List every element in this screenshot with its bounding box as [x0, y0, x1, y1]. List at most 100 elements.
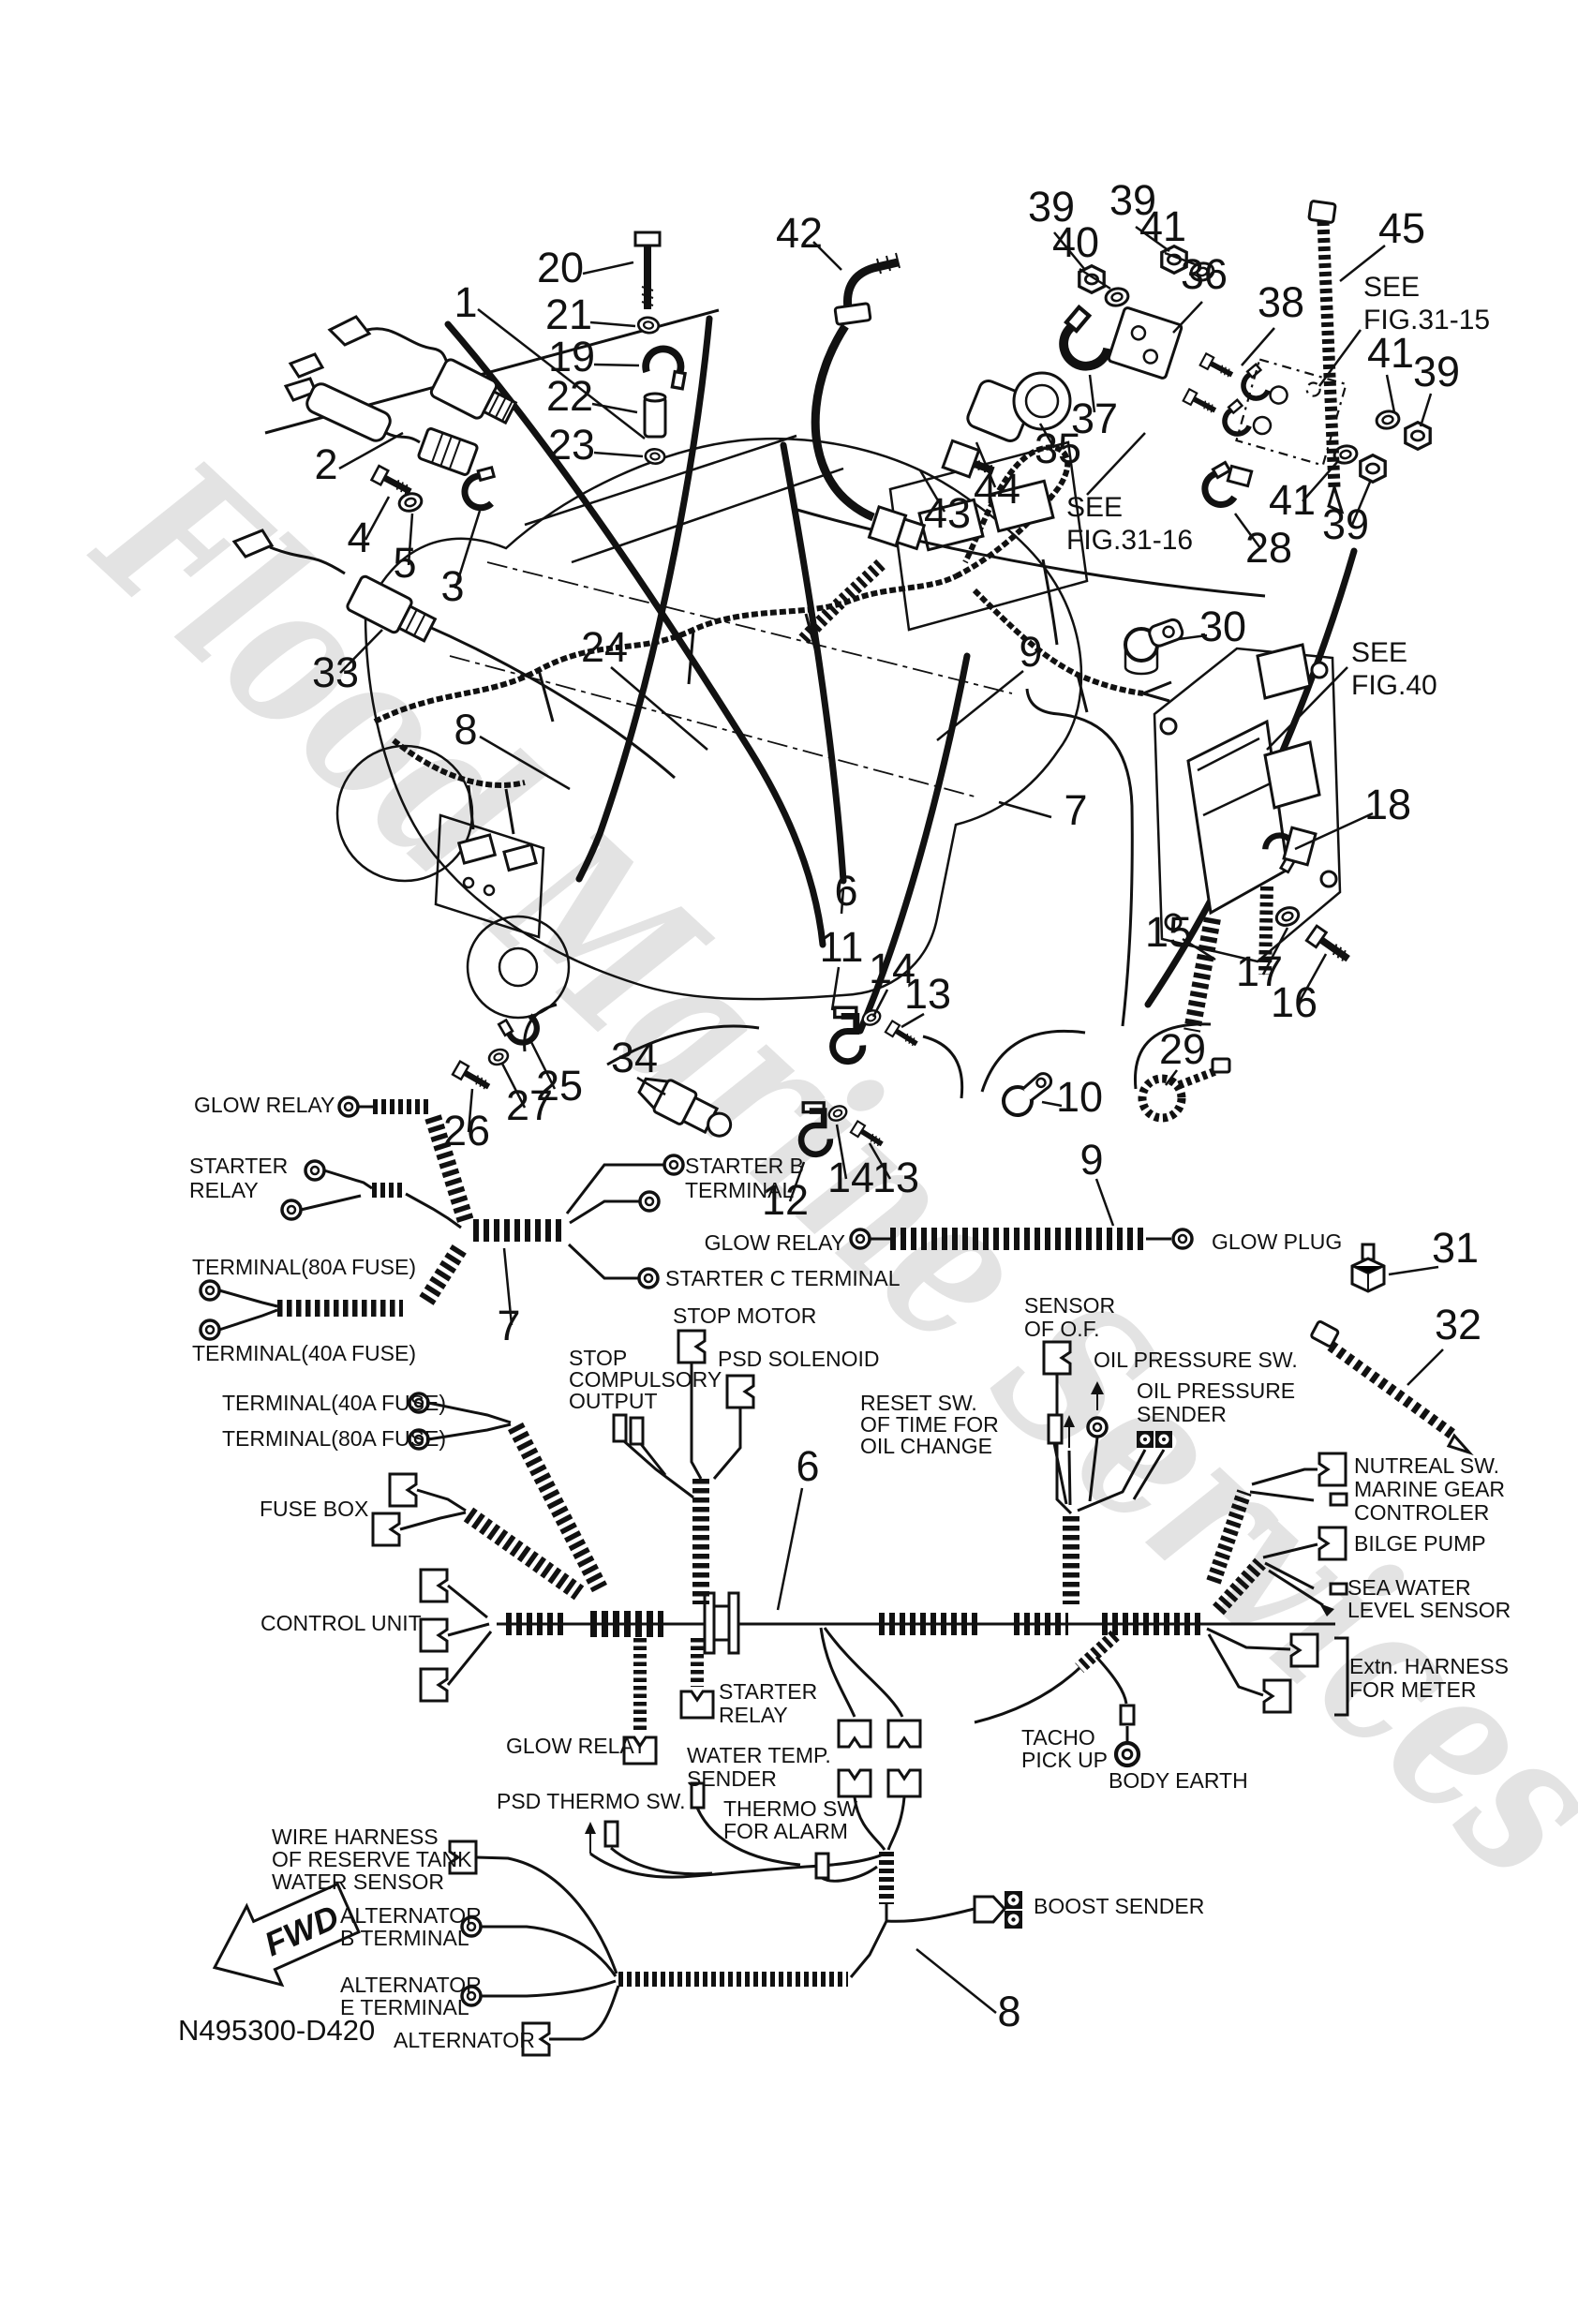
- callout-8: 8: [454, 706, 477, 753]
- callout-41: 41: [1367, 329, 1414, 377]
- callout-39: 39: [1322, 500, 1369, 548]
- callout-17: 17: [1236, 947, 1283, 995]
- callout-20: 20: [537, 244, 584, 291]
- label-body-earth: BODY EARTH: [1109, 1768, 1248, 1793]
- callout-1: 1: [454, 278, 477, 326]
- ecu-assembly-drawing: [1153, 643, 1353, 1033]
- sensor-parts-drawing: [231, 315, 518, 643]
- label-stop-motor: STOP MOTOR: [673, 1304, 816, 1328]
- callout-2: 2: [314, 440, 337, 488]
- callout-44: 44: [974, 465, 1020, 513]
- mid-clamp-parts: [453, 1007, 1474, 1456]
- callout-31: 31: [1432, 1224, 1479, 1272]
- callout-19: 19: [548, 333, 595, 380]
- callout-29: 29: [1159, 1025, 1206, 1073]
- label-alternator: ALTERNATOR: [394, 2028, 535, 2052]
- label-bilge-pump: BILGE PUMP: [1354, 1531, 1486, 1556]
- label-glow-relay-2: GLOW RELAY: [705, 1230, 845, 1255]
- bolt-washer-clamp-column: [635, 232, 689, 466]
- lower-harness-schematic: [199, 1095, 1349, 2057]
- callout-41: 41: [1139, 202, 1186, 250]
- oil-pressure-sender-block: [1137, 1431, 1172, 1448]
- callout-26: 26: [443, 1107, 490, 1155]
- callout-34: 34: [611, 1034, 658, 1081]
- callout-14: 14: [827, 1154, 874, 1201]
- callout-13: 13: [904, 970, 951, 1018]
- callout-7: 7: [497, 1302, 520, 1349]
- callout-16: 16: [1271, 978, 1317, 1026]
- callout-6: 6: [796, 1442, 819, 1490]
- label-nutreal-sw: NUTREAL SW.: [1354, 1453, 1499, 1478]
- callout-41: 41: [1269, 476, 1316, 524]
- drawing-number: N495300-D420: [178, 2014, 375, 2047]
- label-thermo-sw-for-alarm: THERMO SW.FOR ALARM: [723, 1796, 862, 1843]
- label-water-temp-sender: WATER TEMP.SENDER: [687, 1743, 831, 1791]
- callout-30: 30: [1199, 603, 1246, 650]
- leader-lines: [338, 225, 1444, 2014]
- callout-33: 33: [312, 648, 359, 696]
- callout-11: 11: [820, 923, 864, 971]
- callout-24: 24: [581, 623, 628, 671]
- callout-45: 45: [1378, 204, 1425, 252]
- callout-27: 27: [506, 1081, 553, 1129]
- callout-14: 14: [869, 945, 916, 992]
- callout-42: 42: [776, 209, 823, 257]
- callout-9: 9: [1019, 628, 1042, 676]
- fwd-arrow: FWD: [212, 1882, 361, 1988]
- label-psd-solenoid: PSD SOLENOID: [718, 1347, 880, 1371]
- callout-7: 7: [1064, 786, 1087, 834]
- callout-18: 18: [1364, 781, 1411, 828]
- boost-sender-block: [973, 1891, 1022, 1929]
- callout-8: 8: [997, 1988, 1020, 2035]
- label-terminal-40a-2: TERMINAL(40A FUSE): [222, 1391, 446, 1415]
- callout-6: 6: [834, 867, 857, 915]
- callout-39: 39: [1413, 348, 1460, 395]
- callout-35: 35: [1035, 425, 1081, 472]
- label-starter-c-terminal: STARTER C TERMINAL: [665, 1266, 901, 1290]
- callout-43: 43: [924, 489, 971, 537]
- callout-9: 9: [1079, 1136, 1103, 1184]
- hose-solenoid-parts: [811, 200, 1432, 551]
- engine-assembly-drawing: [264, 308, 1358, 1099]
- label-glow-relay-1: GLOW RELAY: [194, 1093, 335, 1117]
- callout-13: 13: [872, 1154, 919, 1201]
- callout-10: 10: [1056, 1073, 1103, 1121]
- callout-28: 28: [1245, 524, 1292, 572]
- label-boost-sender: BOOST SENDER: [1034, 1894, 1204, 1918]
- clamp-30-drawing: [1124, 618, 1184, 676]
- label-psd-thermo-sw: PSD THERMO SW.: [497, 1789, 686, 1813]
- callout-40: 40: [1052, 218, 1099, 266]
- callout-3: 3: [440, 562, 464, 610]
- callout-32: 32: [1435, 1301, 1481, 1348]
- callout-23: 23: [548, 421, 595, 469]
- callout-5: 5: [393, 539, 416, 587]
- callout-38: 38: [1258, 278, 1304, 326]
- callout-39: 39: [1109, 176, 1156, 224]
- callout-39: 39: [1028, 183, 1075, 231]
- callout-15: 15: [1145, 908, 1192, 956]
- label-control-unit: CONTROL UNIT: [261, 1611, 422, 1635]
- label-terminal-80a-2: TERMINAL(80A FUSE): [222, 1426, 446, 1451]
- label-terminal-40a-1: TERMINAL(40A FUSE): [192, 1341, 416, 1365]
